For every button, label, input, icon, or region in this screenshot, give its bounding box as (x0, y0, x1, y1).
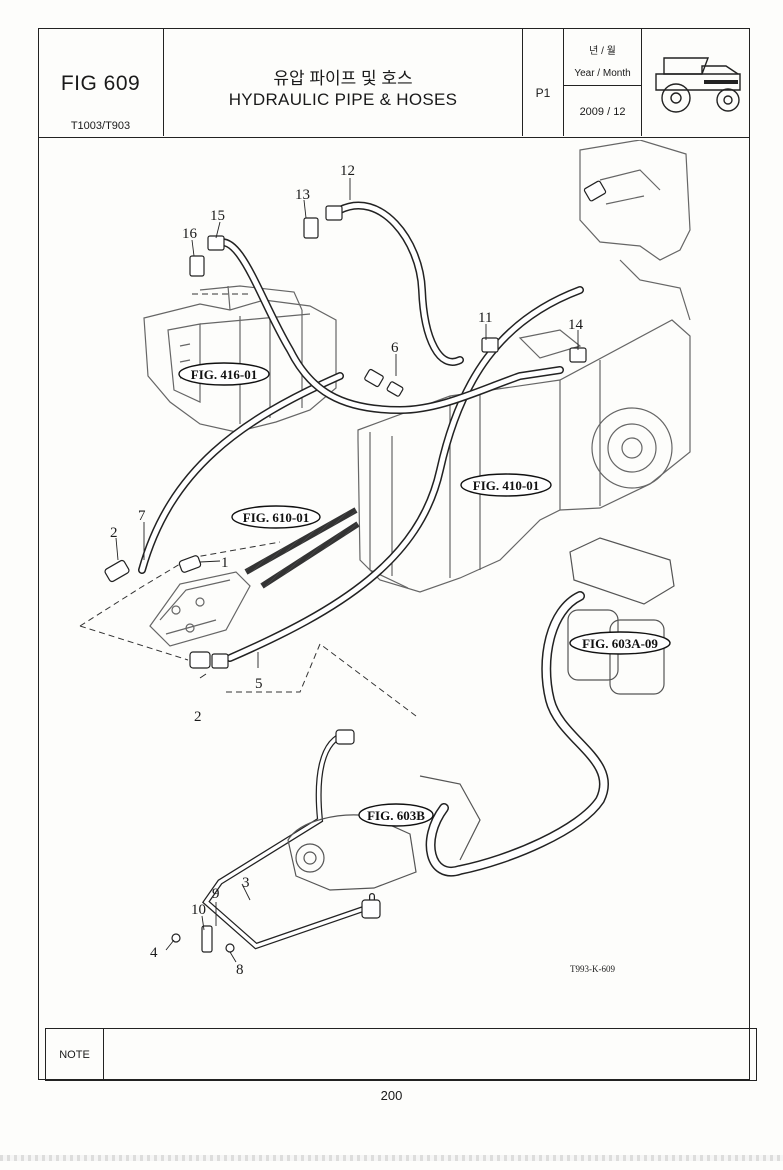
rear-housing (357, 140, 691, 593)
part-label-11: 11 (478, 310, 492, 326)
page-label: P1 (535, 86, 551, 100)
hydraulic-pump (287, 775, 481, 891)
part-label-6: 6 (391, 340, 399, 356)
callout-fig-610-label: FIG. 610-01 (243, 510, 309, 525)
tractor-icon (655, 57, 741, 113)
part-label-1: 1 (221, 555, 229, 571)
part-label-5: 5 (255, 676, 263, 692)
reference-dashes (79, 293, 417, 717)
date-divider (564, 85, 641, 86)
callout-fig-410 (460, 473, 552, 497)
note-label: NOTE (59, 1049, 90, 1061)
callout-fig-603b (358, 803, 434, 827)
leader-lines (115, 178, 579, 963)
date-cell: 년 / 월 Year / Month 2009 / 12 (564, 28, 642, 136)
drawing-code: T993-K-609 (570, 964, 615, 974)
callout-fig-610 (231, 505, 321, 529)
callout-fig-603a (569, 631, 671, 655)
note-label-cell: NOTE (46, 1029, 104, 1080)
title-block: FIG 609 T1003/T903 유압 파이프 및 호스 HYDRAULIC… (38, 28, 750, 138)
title-korean: 유압 파이프 및 호스 (273, 69, 413, 88)
note-section: NOTE (45, 1028, 757, 1081)
part-label-15: 15 (210, 208, 225, 224)
hose-group (138, 201, 610, 950)
part-label-10: 10 (191, 902, 206, 918)
issue-date: 2009 / 12 (579, 106, 626, 118)
callout-fig-603b-label: FIG. 603B (367, 808, 425, 823)
part-label-16: 16 (182, 226, 198, 242)
page-frame (38, 28, 750, 1080)
callout-fig-416 (178, 362, 270, 386)
part-label-3: 3 (242, 875, 250, 891)
tractor-thumbnail-cell (642, 28, 748, 136)
part-label-4: 4 (150, 945, 158, 961)
figure-number-cell: FIG 609 T1003/T903 (38, 28, 164, 136)
part-label-13: 13 (295, 187, 310, 203)
scan-artifact-strip (0, 1155, 783, 1161)
part-label-2-lower: 2 (194, 709, 202, 725)
part-label-9: 9 (212, 886, 220, 902)
part-number-labels: 1 2 2 3 4 5 6 7 8 9 10 11 12 13 14 15 16 (110, 163, 584, 978)
callout-fig-603a-label: FIG. 603A-09 (582, 636, 658, 651)
part-label-14: 14 (568, 317, 584, 333)
part-label-2-upper: 2 (110, 525, 118, 541)
figure-callouts: FIG. 416-01 FIG. 410-01 FIG. 610-01 FIG.… (178, 362, 671, 827)
figure-number: FIG 609 (60, 72, 141, 95)
part-label-12: 12 (340, 163, 355, 179)
part-label-8: 8 (236, 962, 244, 978)
part-label-7: 7 (138, 508, 146, 524)
callout-fig-416-label: FIG. 416-01 (191, 367, 257, 382)
year-month-english: Year / Month (574, 68, 631, 79)
year-month-korean: 년 / 월 (589, 46, 616, 57)
control-valve-block (149, 571, 251, 647)
model-codes: T1003/T903 (70, 120, 131, 132)
hydraulic-rods (244, 507, 360, 589)
exploded-parts-diagram: FIG. 416-01 FIG. 410-01 FIG. 610-01 FIG.… (79, 140, 691, 978)
oil-filter-assembly (567, 537, 675, 695)
transmission-housing (143, 285, 337, 433)
page-number: 200 (380, 1088, 403, 1103)
title-cell: 유압 파이프 및 호스 HYDRAULIC PIPE & HOSES (164, 28, 523, 136)
callout-fig-410-label: FIG. 410-01 (473, 478, 539, 493)
page-cell: P1 (523, 28, 564, 136)
fittings (104, 180, 607, 953)
title-english: HYDRAULIC PIPE & HOSES (228, 90, 458, 109)
